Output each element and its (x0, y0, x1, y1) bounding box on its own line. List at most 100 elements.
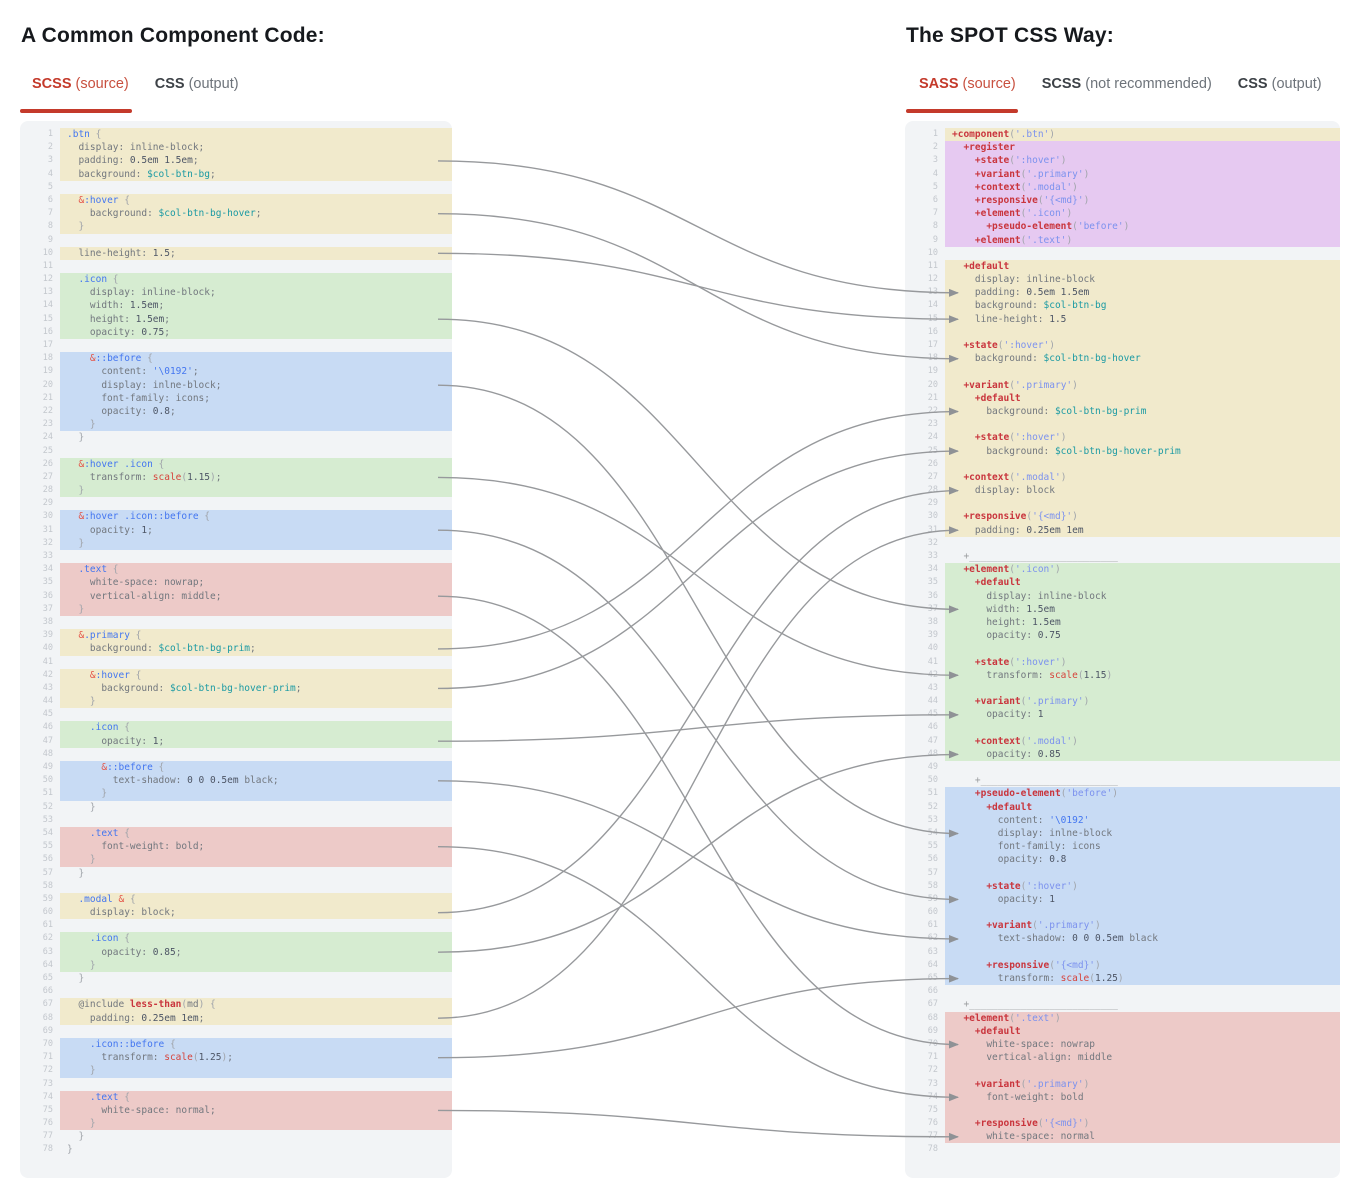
code-content: background: $col-btn-bg; (60, 167, 452, 181)
code-content: +element('.icon') (945, 207, 1340, 221)
code-line: 40 (905, 642, 1340, 656)
code-line: 7 background: $col-btn-bg-hover; (20, 207, 452, 221)
line-number: 29 (42, 498, 53, 509)
code-mapping-arrow (437, 595, 959, 1049)
code-content (60, 445, 452, 458)
code-content: transform: scale(1.15) (945, 668, 1340, 682)
line-number: 76 (927, 1118, 938, 1129)
tab-label: CSS (154, 76, 185, 92)
code-content (60, 181, 452, 194)
code-line: 26 (905, 457, 1340, 471)
tab-scss-not-recommended[interactable]: SCSS (not recommended) (1042, 76, 1212, 92)
line-number: 75 (927, 1104, 938, 1115)
line-number: 78 (42, 1144, 53, 1155)
code-line: 45 opacity: 1 (905, 708, 1340, 722)
tab-sass-source[interactable]: SASS (source) (919, 76, 1016, 92)
code-content (945, 1103, 1340, 1118)
line-number: 27 (927, 471, 938, 482)
code-line: 25 (20, 445, 452, 458)
code-line: 76 } (20, 1117, 452, 1131)
code-content: width: 1.5em; (60, 299, 452, 313)
code-line: 55 font-weight: bold; (20, 840, 452, 854)
code-content: } (67, 973, 85, 984)
code-line: 31 opacity: 1; (20, 523, 452, 537)
line-number: 24 (42, 432, 53, 443)
code-content (945, 418, 1340, 432)
code-line: 72 } (20, 1064, 452, 1078)
line-number: 40 (927, 643, 938, 654)
tab-css-output[interactable]: CSS (output) (155, 76, 239, 92)
code-content: +default (945, 391, 1340, 405)
line-number: 53 (927, 814, 938, 825)
line-number: 8 (47, 221, 53, 232)
code-line: 59 opacity: 1 (905, 892, 1340, 907)
line-number: 73 (927, 1078, 938, 1089)
code-content (945, 681, 1340, 696)
code-line: 37 width: 1.5em (905, 602, 1340, 616)
code-line: 11 (20, 260, 452, 273)
line-number: 41 (927, 656, 938, 667)
line-number: 18 (927, 353, 938, 364)
code-line: 65 transform: scale(1.25) (905, 972, 1340, 986)
code-content: font-weight: bold (945, 1090, 1340, 1104)
code-content: background: $col-btn-bg-prim (945, 404, 1340, 419)
code-content: } (60, 1117, 452, 1131)
code-content: } (60, 220, 452, 234)
tab-css-output[interactable]: CSS (output) (1238, 76, 1322, 92)
tab-note: (output) (184, 76, 239, 92)
tab-label: CSS (1237, 76, 1268, 92)
code-line: 17 +state(':hover') (905, 339, 1340, 353)
code-line: 60 display: block; (20, 906, 452, 920)
code-content: } (67, 801, 96, 813)
code-line: 31 padding: 0.25em 1em (905, 523, 1340, 537)
line-number: 6 (932, 194, 938, 205)
code-content: &:hover .icon { (60, 457, 452, 471)
code-line: 14 background: $col-btn-bg (905, 299, 1340, 313)
line-number: 27 (42, 471, 53, 482)
code-content: opacity: 1 (945, 892, 1340, 907)
code-content: display: block; (60, 906, 452, 920)
code-line: 43 background: $col-btn-bg-hover-prim; (20, 681, 452, 696)
line-number: 9 (47, 234, 53, 245)
code-line: 71 transform: scale(1.25); (20, 1051, 452, 1065)
code-line: 48 (20, 748, 452, 761)
line-number: 66 (927, 986, 938, 997)
code-line: 66 (20, 985, 452, 998)
code-content: +state(':hover') (945, 655, 1340, 669)
line-number: 60 (927, 907, 938, 918)
line-number: 3 (47, 155, 53, 166)
line-number: 14 (927, 300, 938, 311)
line-number: 62 (42, 933, 53, 944)
line-number: 63 (42, 946, 53, 957)
code-content: +variant('.primary') (945, 167, 1340, 181)
line-number: 66 (42, 986, 53, 997)
line-number: 60 (42, 907, 53, 918)
code-content: +________________________ (974, 775, 1118, 787)
code-line: 48 opacity: 0.85 (905, 747, 1340, 761)
code-line: 13 display: inline-block; (20, 286, 452, 300)
code-line: 62 .icon { (20, 932, 452, 946)
code-content (60, 748, 452, 761)
code-content: font-weight: bold; (60, 840, 452, 854)
code-line: 2 +register (905, 141, 1340, 155)
code-content: font-family: icons (945, 840, 1340, 854)
line-number: 61 (927, 920, 938, 931)
code-content (945, 1143, 1340, 1156)
line-number: 37 (42, 603, 53, 614)
code-mapping-arrow (437, 252, 959, 324)
code-content: +responsive('{<md}') (945, 1117, 1340, 1131)
line-number: 38 (42, 616, 53, 627)
line-number: 74 (42, 1091, 53, 1102)
tab-scss-source[interactable]: SCSS (source) (32, 76, 129, 92)
line-number: 13 (42, 287, 53, 298)
code-content: } (60, 536, 452, 550)
code-line: 51 +pseudo-element('before') (905, 787, 1340, 801)
line-number: 51 (927, 788, 938, 799)
code-content: content: '\0192' (945, 813, 1340, 827)
right-tab-bar: SASS (source) SCSS (not recommended) CSS (… (919, 76, 1322, 92)
code-content (945, 945, 1340, 959)
code-content: &:hover { (60, 193, 452, 208)
code-content (60, 550, 452, 563)
code-line: 75 (905, 1103, 1340, 1118)
line-number: 4 (47, 168, 53, 179)
